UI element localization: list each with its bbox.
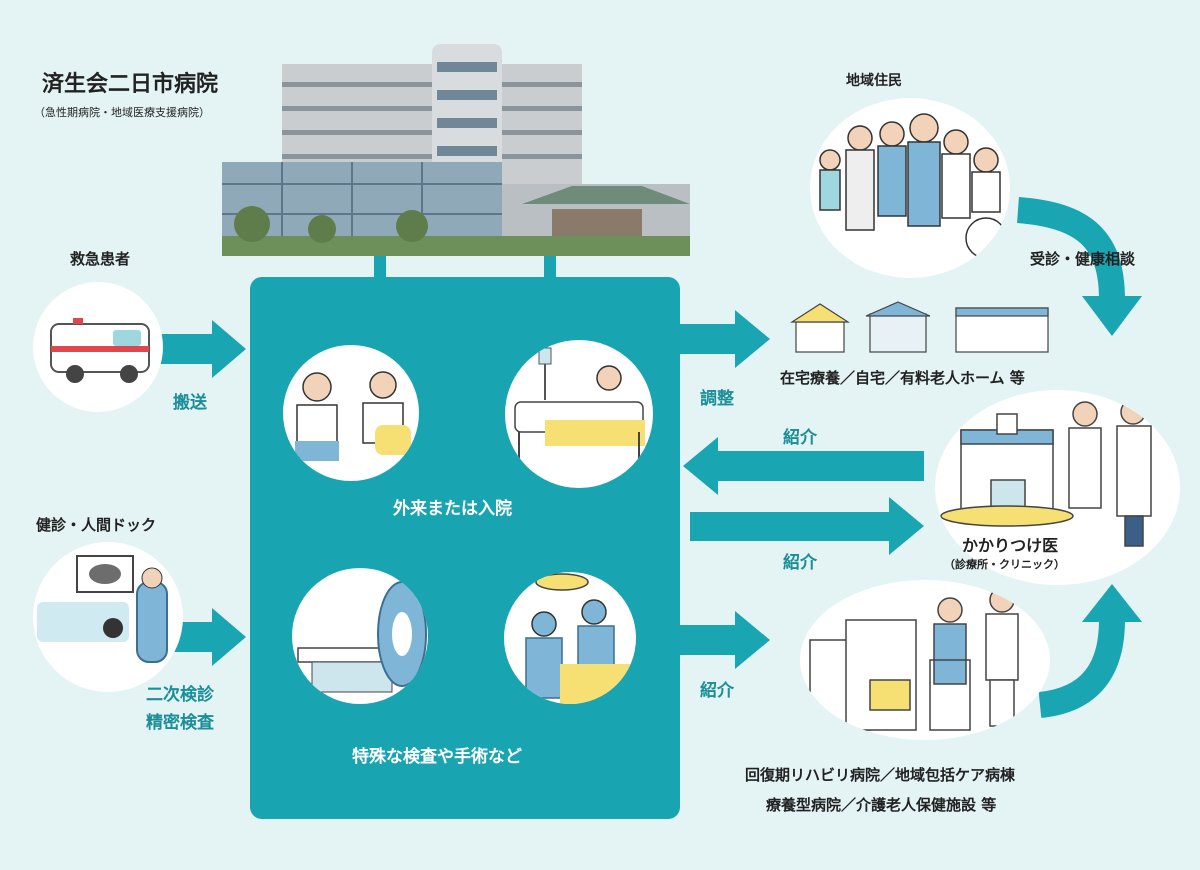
family-doctor-sub-label: （診療所・クリニック） (944, 558, 1065, 571)
houses-illustration (790, 301, 1049, 353)
hospital-subtitle: （急性期病院・地域医療支援病院） (34, 106, 210, 119)
nursing-facility-label: 療養型病院／介護老人保健施設 等 (766, 796, 997, 814)
local-residents-label: 地域住民 (846, 73, 902, 89)
ambulance-illustration (33, 282, 163, 412)
rehab-facility-illustration (800, 580, 1050, 740)
coordinate-label: 調整 (700, 389, 734, 409)
referral-out-label: 紹介 (783, 553, 817, 573)
inpatient-bed-illustration (505, 340, 653, 488)
family-doctor-label: かかりつけ医 (962, 536, 1059, 555)
home-care-label: 在宅療養／自宅／有料老人ホーム 等 (780, 369, 1025, 387)
outpatient-or-inpatient-label: 外来または入院 (393, 499, 512, 519)
arrow-rehab-referral (680, 611, 770, 669)
hospital-name: 済生会二日市病院 (42, 72, 219, 97)
arrow-referral-in (683, 437, 924, 495)
ambulance-icon (50, 318, 150, 383)
hospital-building-image (222, 44, 690, 256)
connector-left (374, 250, 386, 278)
checkup-illustration (33, 542, 183, 692)
referral-in-label: 紹介 (783, 428, 817, 448)
special-exam-surgery-label: 特殊な検査や手術など (352, 747, 522, 767)
surgery-illustration (504, 572, 636, 704)
rehab-hospital-label: 回復期リハビリ病院／地域包括ケア病棟 (745, 766, 1016, 784)
outpatient-consultation-illustration (283, 345, 419, 481)
family-doctor-illustration (935, 390, 1180, 585)
transport-label: 搬送 (173, 393, 207, 413)
ct-scan-illustration (292, 568, 428, 704)
connector-right (544, 250, 556, 278)
secondary-exam-label: 二次検診 (146, 685, 214, 705)
rehab-referral-label: 紹介 (700, 681, 734, 701)
arrow-rehab-curve (1038, 619, 1125, 718)
arrow-transport (155, 320, 246, 378)
emergency-patient-label: 救急患者 (70, 250, 131, 268)
arrow-consult-curve (1016, 197, 1125, 301)
local-residents-illustration (810, 98, 1010, 278)
consultation-health-label: 受診・健康相談 (1030, 250, 1136, 268)
arrow-referral-out (690, 497, 924, 555)
arrow-coordinate (680, 310, 770, 368)
detailed-exam-label: 精密検査 (146, 713, 214, 733)
checkup-label: 健診・人間ドック (36, 516, 157, 534)
